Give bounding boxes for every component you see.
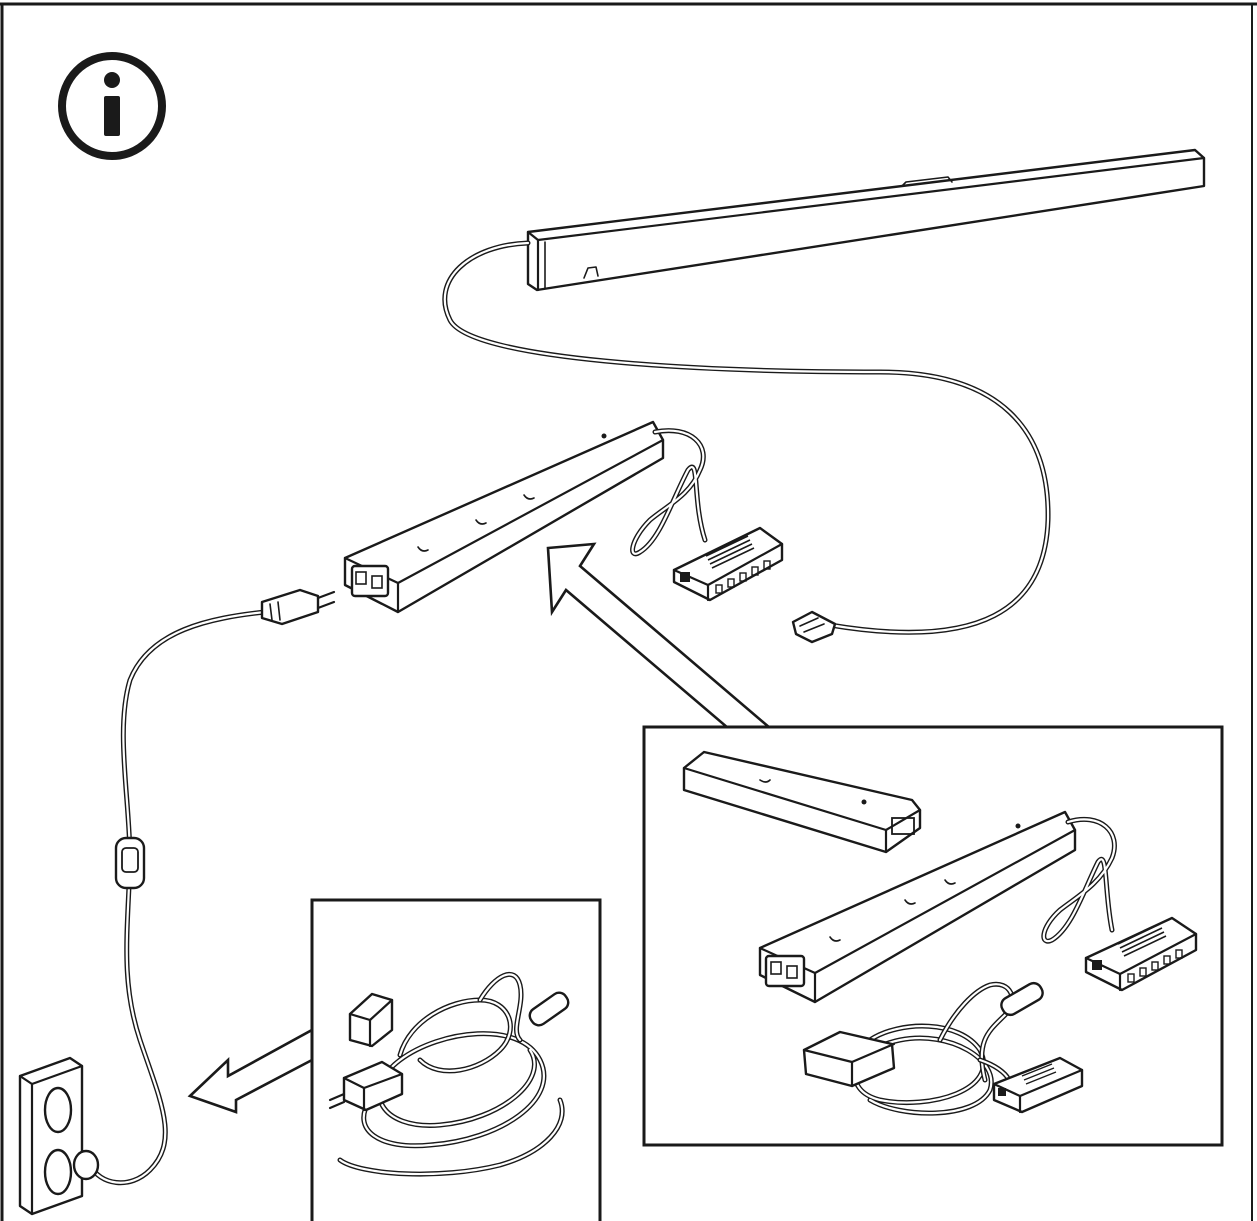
inset-outlet-adapter-icon: [348, 992, 394, 1048]
light-bar-cable: [442, 240, 1051, 635]
driver-output-cable: [630, 428, 708, 557]
slim-driver-icon: [682, 750, 922, 854]
power-cord: [87, 609, 268, 1186]
arrow-to-outlet-icon: [187, 1027, 314, 1114]
inset-switch-icon: [1000, 981, 1044, 1017]
power-cord-inset: [310, 898, 602, 1221]
wall-outlet-icon: [18, 1056, 100, 1216]
distribution-connector-icon: [672, 526, 784, 602]
power-driver-icon: [343, 420, 665, 614]
plug-icon: [260, 588, 336, 626]
inset-driver-icon: [758, 810, 1077, 1004]
inset-power-plug-icon: [328, 1060, 404, 1112]
inset-coiled-power-cord: [337, 971, 565, 1177]
kit-contents-inset: [642, 725, 1224, 1147]
inset-plug-box-icon: [802, 1030, 896, 1088]
cord-switch-icon: [114, 836, 146, 890]
inset-driver-cable: [1041, 816, 1117, 944]
led-light-bar-icon: [526, 148, 1206, 292]
inset-cord-switch-icon: [528, 991, 570, 1027]
info-icon: [58, 52, 166, 160]
inset-connector-icon: [1084, 916, 1198, 992]
light-bar-connector-icon: [791, 610, 837, 644]
inset-small-connector-icon: [992, 1056, 1084, 1114]
